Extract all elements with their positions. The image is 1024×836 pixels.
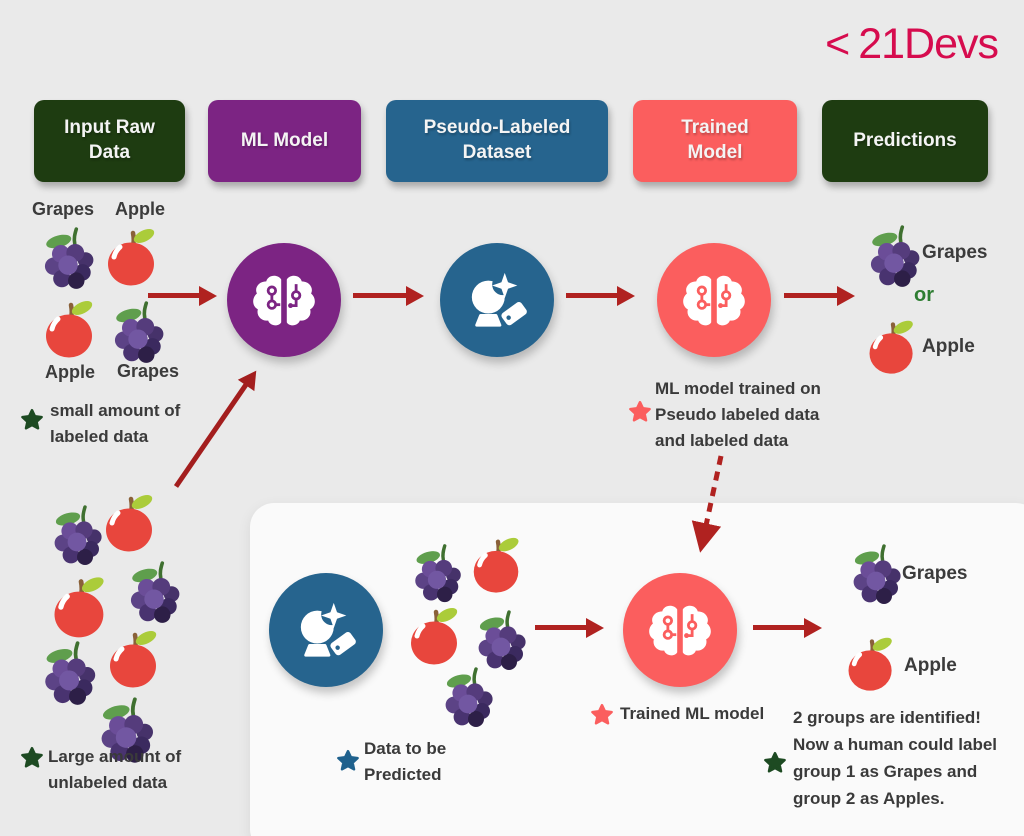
prediction-grapes-label: Grapes [922,242,988,263]
flow-arrow [148,293,200,298]
star-icon [20,746,44,770]
apple-icon [102,626,166,690]
stage-predictions: Predictions [822,100,988,182]
note-line: group 2 as Apples. [793,789,945,808]
pseudo-labeled-dataset-node [440,243,554,357]
prediction-panel: Trained ML model Data to be Predicted Gr… [250,503,1024,836]
grapes-icon [860,224,926,290]
ml-brain-circuit-icon [252,272,316,328]
prediction-apple-label: Apple [922,336,975,357]
apple-icon [100,224,164,288]
star-icon [763,751,787,775]
conclusion-note: 2 groups are identified! Now a human cou… [793,704,997,812]
flow-arrow [784,293,838,298]
pseudo-labeled-input-node [269,573,383,687]
note-line: ML model trained on [655,379,821,398]
logo-text: 21Devs [858,20,999,68]
note-line: small amount of [50,401,181,420]
flow-arrow [535,625,587,630]
stage-trained-model: Trained Model [633,100,797,182]
stage-pseudo-labeled-dataset: Pseudo-Labeled Dataset [386,100,608,182]
crystal-ball-tag-icon [292,600,360,660]
note-line: Now a human could label [793,735,998,754]
apple-icon [98,490,162,554]
star-icon [336,749,360,773]
labeled-data-note: small amount of labeled data [50,398,180,450]
trained-model-note: ML model trained on Pseudo labeled data … [655,376,821,454]
grapes-icon [435,666,499,730]
stage-ml-model: ML Model [208,100,361,182]
labeled-apple-bottom-label: Apple [44,362,95,382]
apple-icon [466,533,528,595]
note-line: Large amount of [48,747,182,766]
logo-angle-icon: < [825,20,850,68]
trained-model-node-bottom [623,573,737,687]
note-line: Trained ML model [620,704,765,723]
dashed-arrow [691,455,724,553]
grapes-icon [405,543,467,605]
apple-icon [862,316,922,376]
grapes-icon [34,226,100,292]
note-line: unlabeled data [48,773,168,792]
flow-arrow [353,293,407,298]
ml-brain-circuit-icon [682,272,746,328]
flow-arrow [566,293,618,298]
apple-icon [38,296,102,360]
ml-brain-circuit-icon [648,602,712,658]
labeled-grapes-top-label: Grapes [31,199,95,219]
note-line: Pseudo labeled data [655,405,820,424]
note-line: 2 groups are identified! [793,708,981,727]
unlabeled-data-note: Large amount of unlabeled data [48,744,181,796]
star-icon [590,703,614,727]
apple-icon [403,603,467,667]
data-to-be-predicted-note: Data to be Predicted [364,736,446,788]
note-line: Data to be [364,739,447,758]
result-apple-label: Apple [904,655,957,676]
note-line: and labeled data [655,431,789,450]
apple-icon [841,633,901,693]
brand-logo: <21Devs [825,20,999,69]
unlabeled-to-model-arrow [173,382,249,488]
trained-ml-model-note: Trained ML model [620,701,764,727]
labeled-apple-top-label: Apple [114,199,165,219]
star-icon [20,408,44,432]
or-connector-label: or [914,284,934,306]
note-line: Predicted [364,765,442,784]
grapes-icon [843,543,907,607]
grapes-icon [468,609,532,673]
crystal-ball-tag-icon [463,270,531,330]
note-line: labeled data [50,427,149,446]
grapes-icon [104,300,170,366]
ml-model-node [227,243,341,357]
flow-arrow [753,625,805,630]
result-grapes-label: Grapes [902,563,968,584]
trained-model-node [657,243,771,357]
note-line: group 1 as Grapes and [793,762,978,781]
stage-input-raw-data: Input Raw Data [34,100,185,182]
grapes-icon [120,560,186,626]
star-icon [628,400,652,424]
labeled-grapes-bottom-label: Grapes [116,361,180,381]
